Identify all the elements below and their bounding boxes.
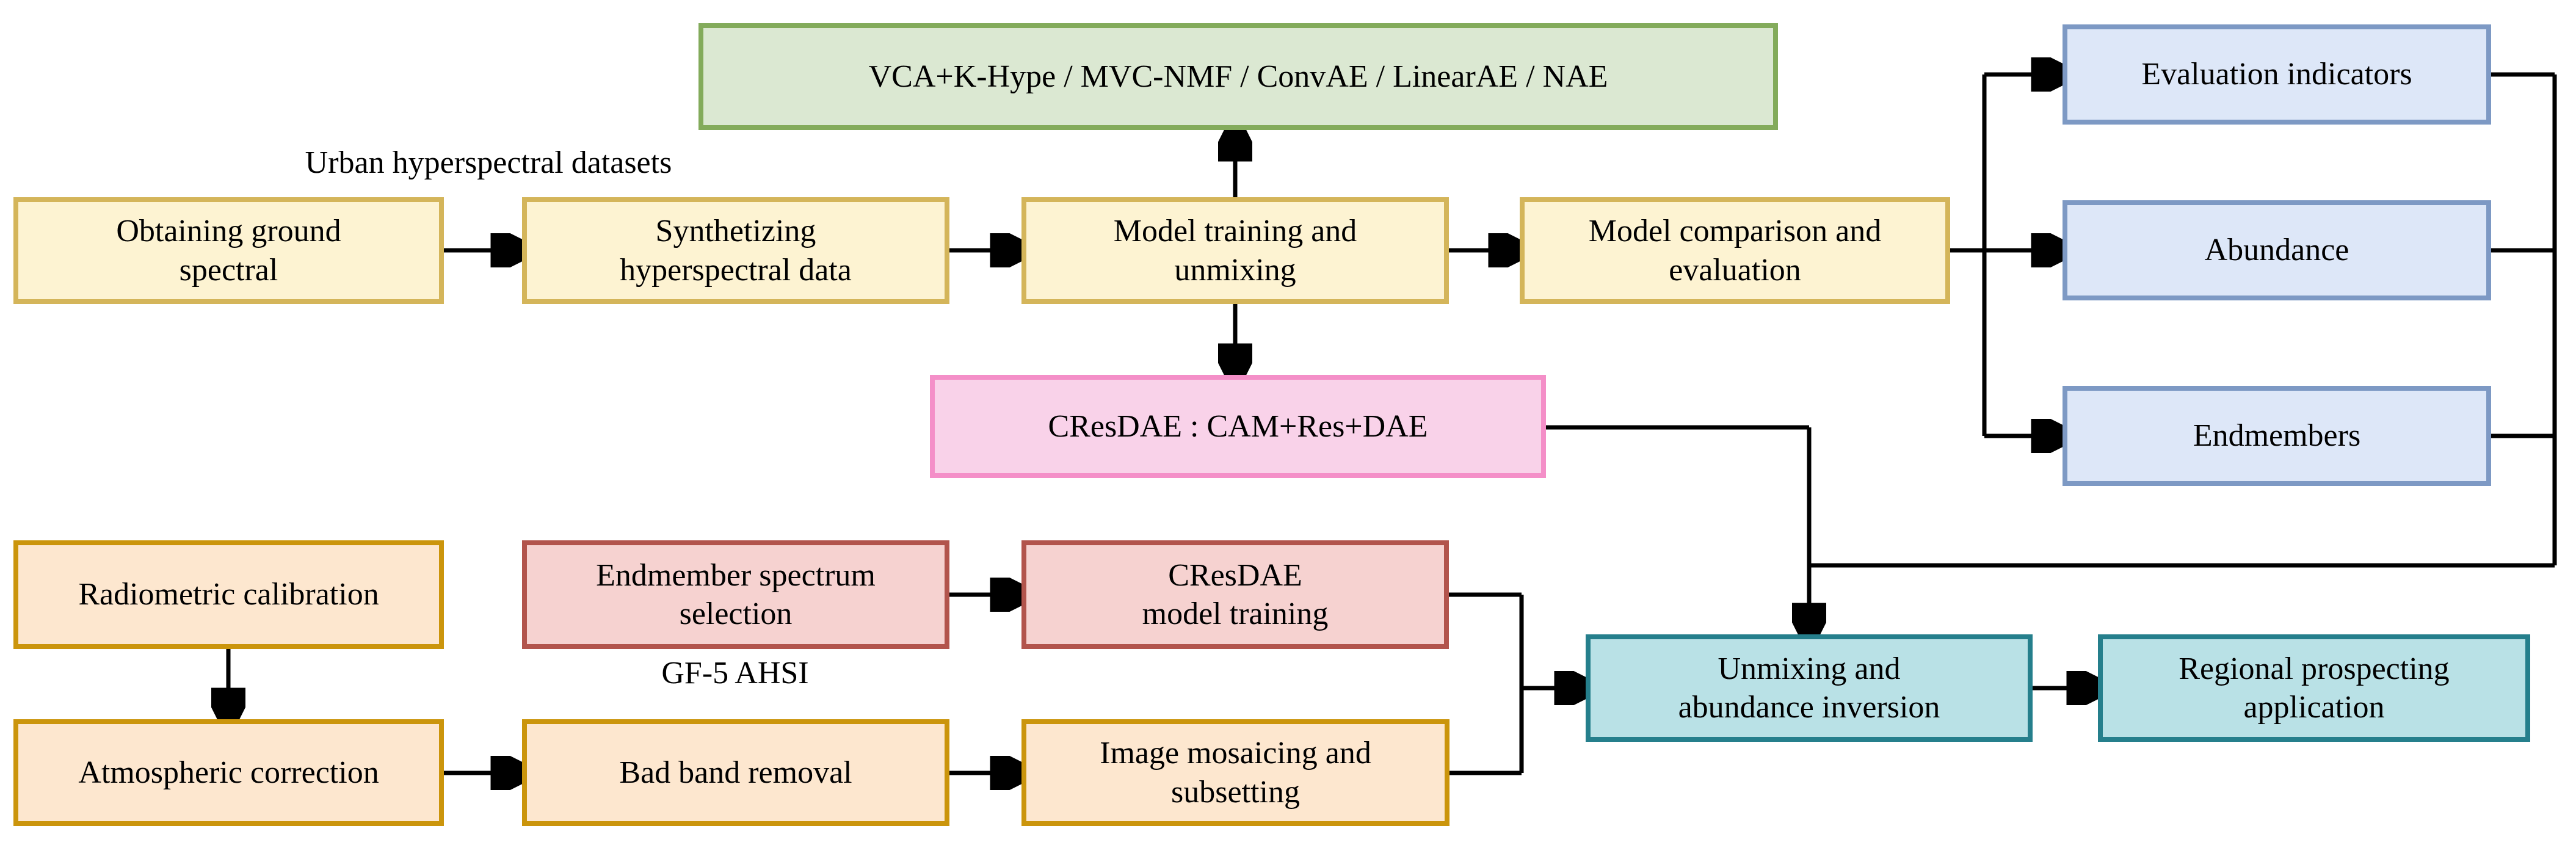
node-endmember-spectrum-selection: Endmember spectrum selection xyxy=(522,540,949,649)
node-label: VCA+K-Hype / MVC-NMF / ConvAE / LinearAE… xyxy=(868,59,1608,94)
gf5-ahsi-label: GF-5 AHSI xyxy=(661,656,809,691)
urban-datasets-label: Urban hyperspectral datasets xyxy=(305,145,672,180)
node-atmospheric-correction: Atmospheric correction xyxy=(13,719,444,826)
node-obtaining-ground-spectral: Obtaining ground spectral xyxy=(13,197,444,304)
node-synthetizing-hyperspectral-data: Synthetizing hyperspectral data xyxy=(522,197,949,304)
node-label: Endmembers xyxy=(2193,418,2361,454)
node-label: Abundance xyxy=(2204,233,2349,268)
node-evaluation-indicators: Evaluation indicators xyxy=(2063,24,2491,125)
node-endmembers: Endmembers xyxy=(2063,386,2491,486)
node-label: Bad band removal xyxy=(619,755,852,790)
node-label: Unmixing and abundance inversion xyxy=(1678,651,1940,725)
node-label: Radiometric calibration xyxy=(78,577,379,612)
node-label: CResDAE model training xyxy=(1142,557,1329,631)
node-unmixing-and-abundance-inversion: Unmixing and abundance inversion xyxy=(1586,634,2033,742)
node-label: Endmember spectrum selection xyxy=(596,557,876,631)
node-cresdae-bar: CResDAE : CAM+Res+DAE xyxy=(930,375,1546,478)
node-label: Synthetizing hyperspectral data xyxy=(620,214,852,288)
node-label: Atmospheric correction xyxy=(78,755,379,790)
node-cresdae-model-training: CResDAE model training xyxy=(1021,540,1449,649)
node-radiometric-calibration: Radiometric calibration xyxy=(13,540,444,649)
node-regional-prospecting-application: Regional prospecting application xyxy=(2098,634,2530,742)
node-image-mosaicing-and-subsetting: Image mosaicing and subsetting xyxy=(1021,719,1449,826)
node-label: Model comparison and evaluation xyxy=(1588,214,1882,288)
node-model-comparison-and-evaluation: Model comparison and evaluation xyxy=(1520,197,1950,304)
node-methods-bar: VCA+K-Hype / MVC-NMF / ConvAE / LinearAE… xyxy=(698,23,1778,130)
node-abundance: Abundance xyxy=(2063,200,2491,300)
node-bad-band-removal: Bad band removal xyxy=(522,719,949,826)
node-label: Evaluation indicators xyxy=(2141,57,2412,92)
node-label: Regional prospecting application xyxy=(2179,651,2450,725)
node-label: Obtaining ground spectral xyxy=(116,214,341,288)
node-label: Image mosaicing and subsetting xyxy=(1100,736,1371,810)
node-label: Model training and unmixing xyxy=(1113,214,1357,288)
node-model-training-and-unmixing: Model training and unmixing xyxy=(1021,197,1449,304)
node-label: CResDAE : CAM+Res+DAE xyxy=(1048,408,1428,444)
